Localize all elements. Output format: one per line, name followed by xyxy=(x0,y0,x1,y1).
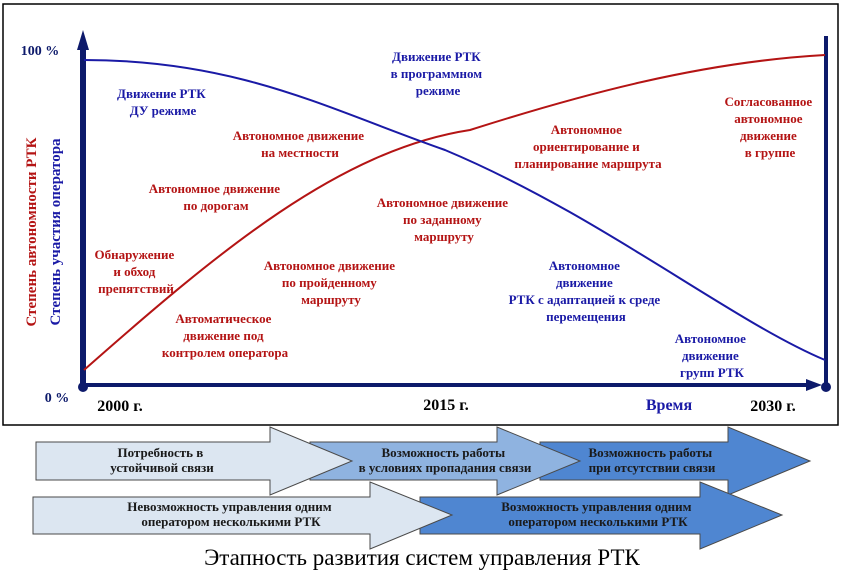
y-top-label: 100 % xyxy=(21,44,60,59)
figure-caption: Этапность развития систем управления РТК xyxy=(204,545,640,570)
chart-frame xyxy=(2,3,839,426)
y-axis-arrowhead xyxy=(77,30,89,50)
label-remote-control: Движение РТК ДУ режиме xyxy=(117,86,209,118)
label-adaptive-movement: Автономное движение РТК с адаптацией к с… xyxy=(509,258,664,324)
y-left-axis-title: Степень автономности РТК xyxy=(24,137,40,326)
origin-dot xyxy=(78,382,88,392)
autonomy-curve xyxy=(83,54,826,371)
label-road-movement: Автономное движение по дорогам xyxy=(149,181,284,213)
arrow-text-connection-loss: Возможность работы в условиях пропадания… xyxy=(359,445,532,475)
operator-participation-curve xyxy=(83,59,826,361)
stage-arrow-stable-connection xyxy=(35,426,354,496)
y-right-axis-title: Степень участия оператора xyxy=(48,138,64,326)
x-axis-title: Время xyxy=(646,397,693,414)
label-given-route: Автономное движение по заданному маршрут… xyxy=(377,195,512,244)
label-obstacle-avoidance: Обнаружение и обход препятствий xyxy=(94,247,177,296)
x-axis-arrowhead xyxy=(806,379,822,391)
stage-arrow-multi-robot-control xyxy=(419,481,784,550)
label-group-movement: Автономное движение групп РТК xyxy=(675,331,749,380)
label-coordinated-group: Согласованное автономное движение в груп… xyxy=(725,94,816,160)
label-operator-control: Автоматическое движение под контролем оп… xyxy=(162,311,289,360)
stage-arrow-no-connection xyxy=(539,426,812,496)
arrow-text-single-robot-control: Невозможность управления одним операторо… xyxy=(127,499,335,529)
arrow-text-multi-robot-control: Возможность управления одним оператором … xyxy=(501,499,694,529)
x-tick-2030: 2030 г. xyxy=(750,398,795,415)
stage-arrow-connection-loss xyxy=(309,426,582,496)
label-terrain-movement: Автономное движение на местности xyxy=(233,128,368,160)
label-program-mode: Движение РТК в программном режиме xyxy=(391,49,486,98)
x-tick-2000: 2000 г. xyxy=(97,398,142,415)
arrow-text-no-connection: Возможность работы при отсутствии связи xyxy=(589,445,716,475)
arrow-text-stable-connection: Потребность в устойчивой связи xyxy=(110,445,214,475)
stage-arrow-single-robot-control xyxy=(32,481,454,550)
label-orientation-planning: Автономное ориентирование и планирование… xyxy=(514,122,662,171)
right-axis-dot xyxy=(821,382,831,392)
x-tick-2015: 2015 г. xyxy=(423,397,468,414)
label-passed-route: Автономное движение по пройденному маршр… xyxy=(264,258,399,307)
y-bottom-label: 0 % xyxy=(45,391,70,406)
